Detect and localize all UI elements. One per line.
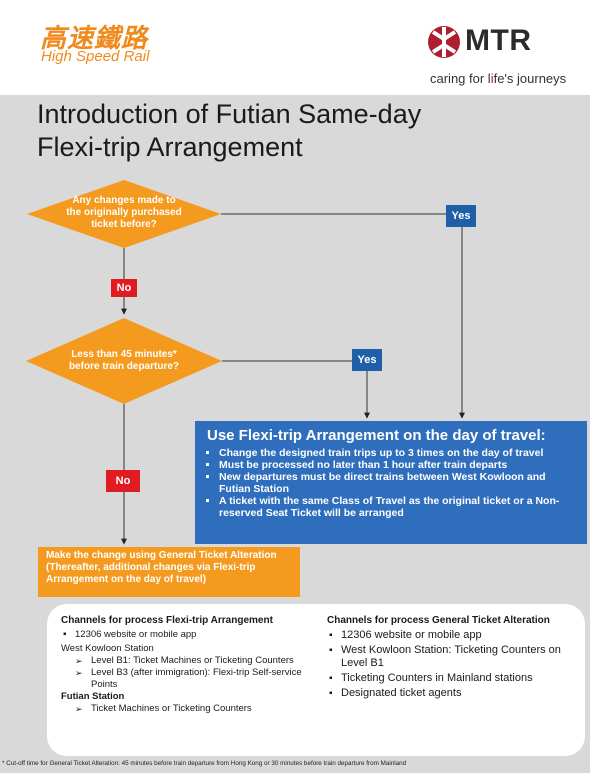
page-title-line-1: Introduction of Futian Same-day <box>37 99 422 129</box>
yes-label-1: Yes <box>446 205 476 227</box>
west-kowloon-station-label: West Kowloon Station <box>61 643 154 654</box>
flexi-trip-title: Use Flexi-trip Arrangement on the day of… <box>207 427 546 444</box>
decision-2-text: Less than 45 minutes* before train depar… <box>68 349 180 372</box>
flexi-channel-item: 12306 website or mobile app <box>61 629 311 641</box>
flexi-channel-subitem: Ticket Machines or Ticketing Counters <box>61 703 311 715</box>
yes-label-2: Yes <box>352 349 382 371</box>
flexi-point: A ticket with the same Class of Travel a… <box>219 495 579 519</box>
tagline-part-1: caring for l <box>430 71 491 86</box>
general-alteration-box: Make the change using General Ticket Alt… <box>38 547 300 597</box>
futian-station-label: Futian Station <box>61 691 125 702</box>
flexi-point: New departures must be direct trains bet… <box>219 471 579 495</box>
flexi-trip-points: Change the designed train trips up to 3 … <box>207 447 579 519</box>
flexi-trip-box: Use Flexi-trip Arrangement on the day of… <box>195 421 587 544</box>
no-label-2: No <box>106 470 140 492</box>
general-channel-item: Designated ticket agents <box>327 687 582 700</box>
decision-1-diamond <box>27 180 221 248</box>
mtr-logo-text: MTR <box>465 24 532 57</box>
general-channel-item: 12306 website or mobile app <box>327 629 582 642</box>
channels-panel: Channels for process Flexi-trip Arrangem… <box>47 604 585 756</box>
general-channels-column: Channels for process General Ticket Alte… <box>327 614 582 702</box>
flexi-point: Must be processed no later than 1 hour a… <box>219 459 579 471</box>
flexi-channels-heading: Channels for process Flexi-trip Arrangem… <box>61 615 273 626</box>
flexi-channel-subitem: Level B1: Ticket Machines or Ticketing C… <box>61 655 311 667</box>
hsr-chinese-logo: 高速鐵路 <box>40 24 149 54</box>
decision-1-text: Any changes made to the originally purch… <box>66 195 182 230</box>
tagline-part-2: i <box>490 71 494 86</box>
no-label-1: No <box>111 279 137 297</box>
flexi-channel-subitem: Level B3 (after immigration): Flexi-trip… <box>61 667 311 691</box>
general-channel-item: West Kowloon Station: Ticketing Counters… <box>327 644 582 670</box>
hsr-english-logo: High Speed Rail <box>41 48 150 65</box>
tagline-part-3: fe's journeys <box>493 71 567 86</box>
mtr-logo-icon <box>428 26 460 58</box>
general-channel-item: Ticketing Counters in Mainland stations <box>327 672 582 685</box>
header-area <box>0 0 590 95</box>
page-title: Introduction of Futian Same-day Flexi-tr… <box>37 98 557 164</box>
footnote: * Cut-off time for General Ticket Altera… <box>2 760 407 767</box>
tagline: caring for life's journeys <box>430 71 566 86</box>
flexi-point: Change the designed train trips up to 3 … <box>219 447 579 459</box>
decision-2-diamond <box>26 318 222 404</box>
general-channels-heading: Channels for process General Ticket Alte… <box>327 615 550 626</box>
flexi-channels-column: Channels for process Flexi-trip Arrangem… <box>61 614 311 715</box>
page-title-line-2: Flexi-trip Arrangement <box>37 132 303 162</box>
